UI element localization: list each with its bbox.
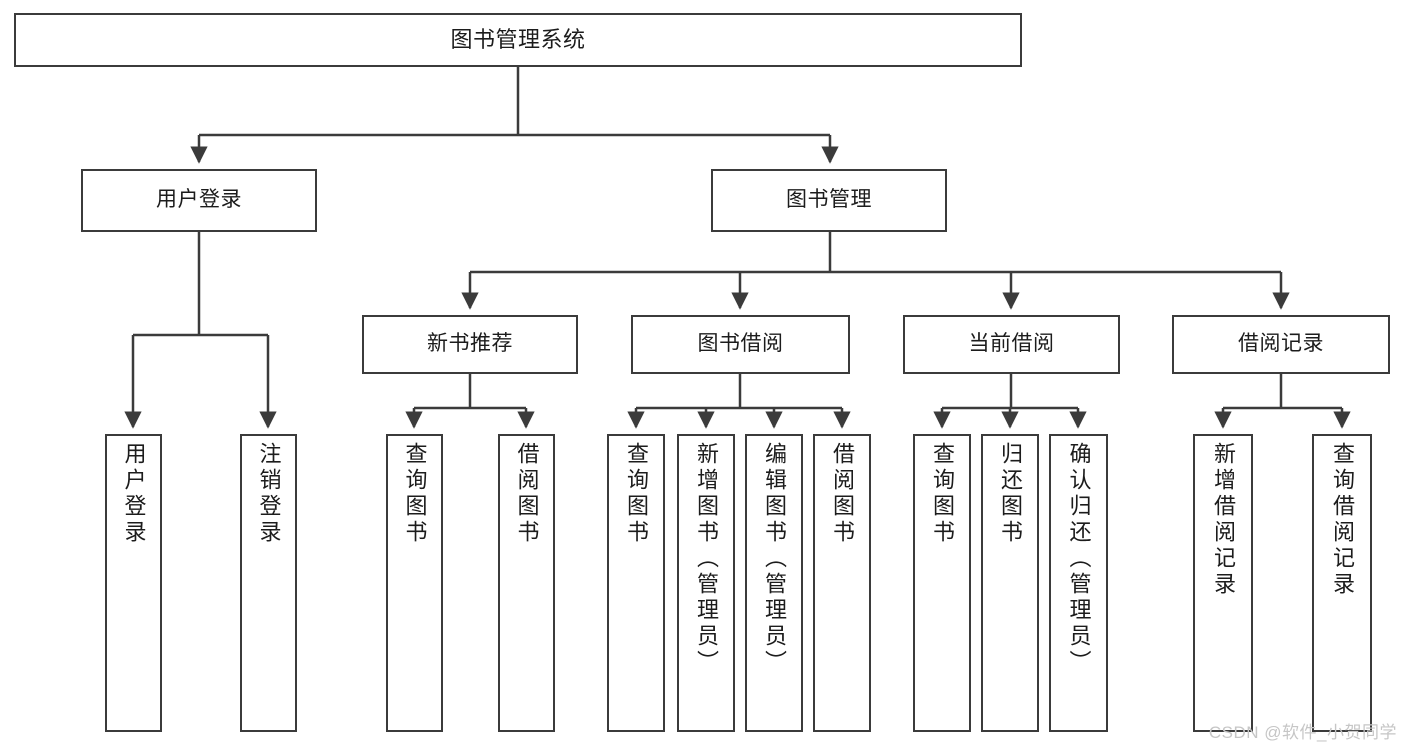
node-new-book-recommendation[interactable]: 新书推荐 xyxy=(362,315,578,374)
node-label: 新增图书（管理员） xyxy=(694,442,719,676)
node-label: 查询图书 xyxy=(624,442,649,546)
node-label: 查询图书 xyxy=(930,442,955,546)
leaf-current-borrow-confirm-return-admin[interactable]: 确认归还（管理员） xyxy=(1049,434,1108,732)
leaf-borrow-record-query-record[interactable]: 查询借阅记录 xyxy=(1312,434,1372,732)
node-book-borrow[interactable]: 图书借阅 xyxy=(631,315,850,374)
node-current-borrow[interactable]: 当前借阅 xyxy=(903,315,1120,374)
leaf-book-borrow-add-book-admin[interactable]: 新增图书（管理员） xyxy=(677,434,735,732)
node-label: 注销登录 xyxy=(256,442,282,546)
node-label: 确认归还（管理员） xyxy=(1066,442,1092,676)
node-borrow-record[interactable]: 借阅记录 xyxy=(1172,315,1390,374)
node-label: 用户登录 xyxy=(156,188,242,212)
leaf-new-book-query-book[interactable]: 查询图书 xyxy=(386,434,443,732)
node-label: 借阅图书 xyxy=(514,442,540,546)
node-label: 图书管理 xyxy=(786,188,872,212)
node-label: 图书管理系统 xyxy=(450,27,586,53)
node-root-book-management-system[interactable]: 图书管理系统 xyxy=(14,13,1022,67)
watermark: CSDN @软件_小贺同学 xyxy=(1208,723,1397,742)
node-label: 查询借阅记录 xyxy=(1330,442,1355,598)
leaf-user-login-sign-in[interactable]: 用户登录 xyxy=(105,434,162,732)
node-label: 图书借阅 xyxy=(697,332,784,356)
node-label: 借阅图书 xyxy=(830,442,855,546)
leaf-book-borrow-borrow-book[interactable]: 借阅图书 xyxy=(813,434,871,732)
leaf-current-borrow-return-book[interactable]: 归还图书 xyxy=(981,434,1039,732)
leaf-user-login-sign-out[interactable]: 注销登录 xyxy=(240,434,297,732)
node-label: 新书推荐 xyxy=(427,332,513,356)
node-label: 归还图书 xyxy=(998,442,1023,546)
node-label: 借阅记录 xyxy=(1238,332,1324,356)
node-label: 新增借阅记录 xyxy=(1211,442,1236,598)
leaf-borrow-record-add-record[interactable]: 新增借阅记录 xyxy=(1193,434,1253,732)
node-label: 编辑图书（管理员） xyxy=(762,442,787,676)
node-label: 查询图书 xyxy=(402,442,428,546)
node-book-management[interactable]: 图书管理 xyxy=(711,169,947,232)
leaf-new-book-borrow-book[interactable]: 借阅图书 xyxy=(498,434,555,732)
leaf-book-borrow-edit-book-admin[interactable]: 编辑图书（管理员） xyxy=(745,434,803,732)
node-label: 当前借阅 xyxy=(968,332,1055,356)
node-user-login[interactable]: 用户登录 xyxy=(81,169,317,232)
leaf-book-borrow-query-book[interactable]: 查询图书 xyxy=(607,434,665,732)
leaf-current-borrow-query-book[interactable]: 查询图书 xyxy=(913,434,971,732)
node-label: 用户登录 xyxy=(121,442,147,546)
